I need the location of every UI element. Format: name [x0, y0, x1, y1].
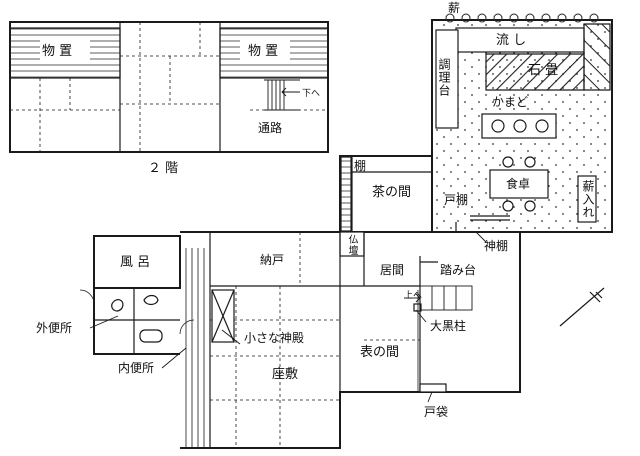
- label-living: 居間: [380, 263, 405, 277]
- kitchen-outline: [431, 19, 613, 233]
- label-firewood-top: 薪: [448, 1, 461, 15]
- firewood-stack: [445, 13, 599, 23]
- label-stair-down: 下へ: [302, 89, 321, 99]
- label-prep-counter: 調理台: [437, 58, 451, 97]
- second-floor-outline: [9, 21, 329, 153]
- label-zashiki: 座敷: [272, 367, 299, 382]
- label-main-pillar: 大黒柱: [430, 319, 467, 333]
- label-storage-right: 物 置: [248, 44, 279, 59]
- label-bath: 風 呂: [120, 255, 151, 270]
- label-stone-floor: 石 畳: [528, 63, 559, 78]
- label-inner-toilet: 内便所: [118, 361, 155, 375]
- bath-outline: [79, 235, 195, 355]
- label-sink: 流 し: [496, 33, 527, 48]
- label-step: 踏み台: [440, 263, 477, 277]
- label-second-floor: ２ 階: [148, 161, 179, 176]
- label-front-room: 表の間: [360, 345, 400, 360]
- compass-icon: [559, 287, 605, 327]
- label-passage: 通路: [258, 121, 283, 135]
- label-shelf: 棚: [354, 159, 367, 173]
- label-stove: かまど: [492, 95, 529, 109]
- label-firewood-storage: 薪入れ: [581, 180, 595, 219]
- label-storage-left: 物 置: [42, 44, 73, 59]
- label-dining-table: 食卓: [506, 177, 531, 191]
- label-closet: 納戸: [260, 253, 285, 267]
- label-stair-up: 上へ: [404, 291, 423, 301]
- label-outer-toilet: 外便所: [36, 321, 73, 335]
- label-kamidana: 神棚: [484, 239, 509, 253]
- label-butsudan: 仏壇: [346, 234, 357, 256]
- label-tea-room: 茶の間: [372, 185, 412, 200]
- label-small-shrine: 小さな神殿: [244, 331, 305, 345]
- label-shutter-box: 戸袋: [424, 405, 449, 419]
- label-cupboard: 戸棚: [444, 193, 469, 207]
- leader-lines: [89, 231, 487, 403]
- ground-floor-outline: [180, 231, 521, 449]
